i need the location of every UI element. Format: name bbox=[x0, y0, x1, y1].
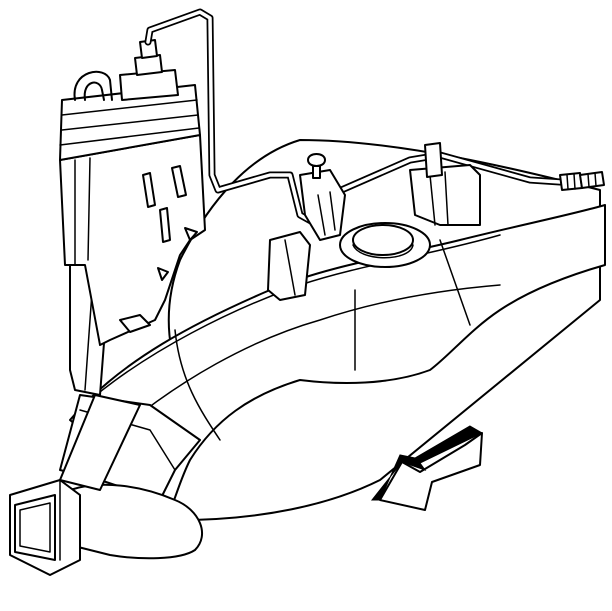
rail-end-opening bbox=[14, 494, 56, 561]
canister-tab-3 bbox=[119, 314, 151, 333]
frame-bracket-left-inner bbox=[284, 239, 296, 296]
canister-handle-inner bbox=[83, 81, 105, 101]
front-arrow-shadow bbox=[370, 425, 484, 501]
line-connector bbox=[559, 172, 583, 191]
canister-tab-1 bbox=[184, 227, 198, 241]
frame-bracket-right bbox=[409, 164, 481, 226]
purge-valve-stem bbox=[312, 165, 321, 179]
canister-lid-ribs bbox=[59, 99, 200, 146]
purge-valve-bracket-lines bbox=[317, 191, 336, 236]
canister-side-ribs bbox=[74, 157, 91, 266]
canister-slot-1 bbox=[142, 172, 156, 208]
canister-slot-2 bbox=[171, 165, 187, 198]
canister-tab-2 bbox=[157, 267, 169, 281]
frame-inner-line-2 bbox=[119, 284, 501, 431]
rail-end-side bbox=[59, 479, 81, 561]
purge-valve-knob bbox=[307, 153, 326, 167]
line-connector-ribs bbox=[566, 172, 597, 190]
rail-end-opening-inner bbox=[19, 502, 51, 553]
line-connector-tip bbox=[579, 171, 605, 189]
canister-slot-3 bbox=[159, 207, 171, 243]
frame-bracket-right-inner bbox=[429, 171, 449, 226]
rail-diagonal bbox=[59, 394, 141, 491]
support-arm bbox=[69, 483, 204, 560]
frame-crease-3 bbox=[174, 329, 221, 441]
grommet-inner bbox=[352, 224, 414, 256]
frame-bracket-right-post bbox=[424, 142, 443, 178]
frame-crease-2 bbox=[439, 239, 471, 326]
grommet-lip bbox=[352, 244, 414, 259]
vapor-line-inner bbox=[146, 10, 320, 227]
canister-handle bbox=[73, 70, 113, 101]
